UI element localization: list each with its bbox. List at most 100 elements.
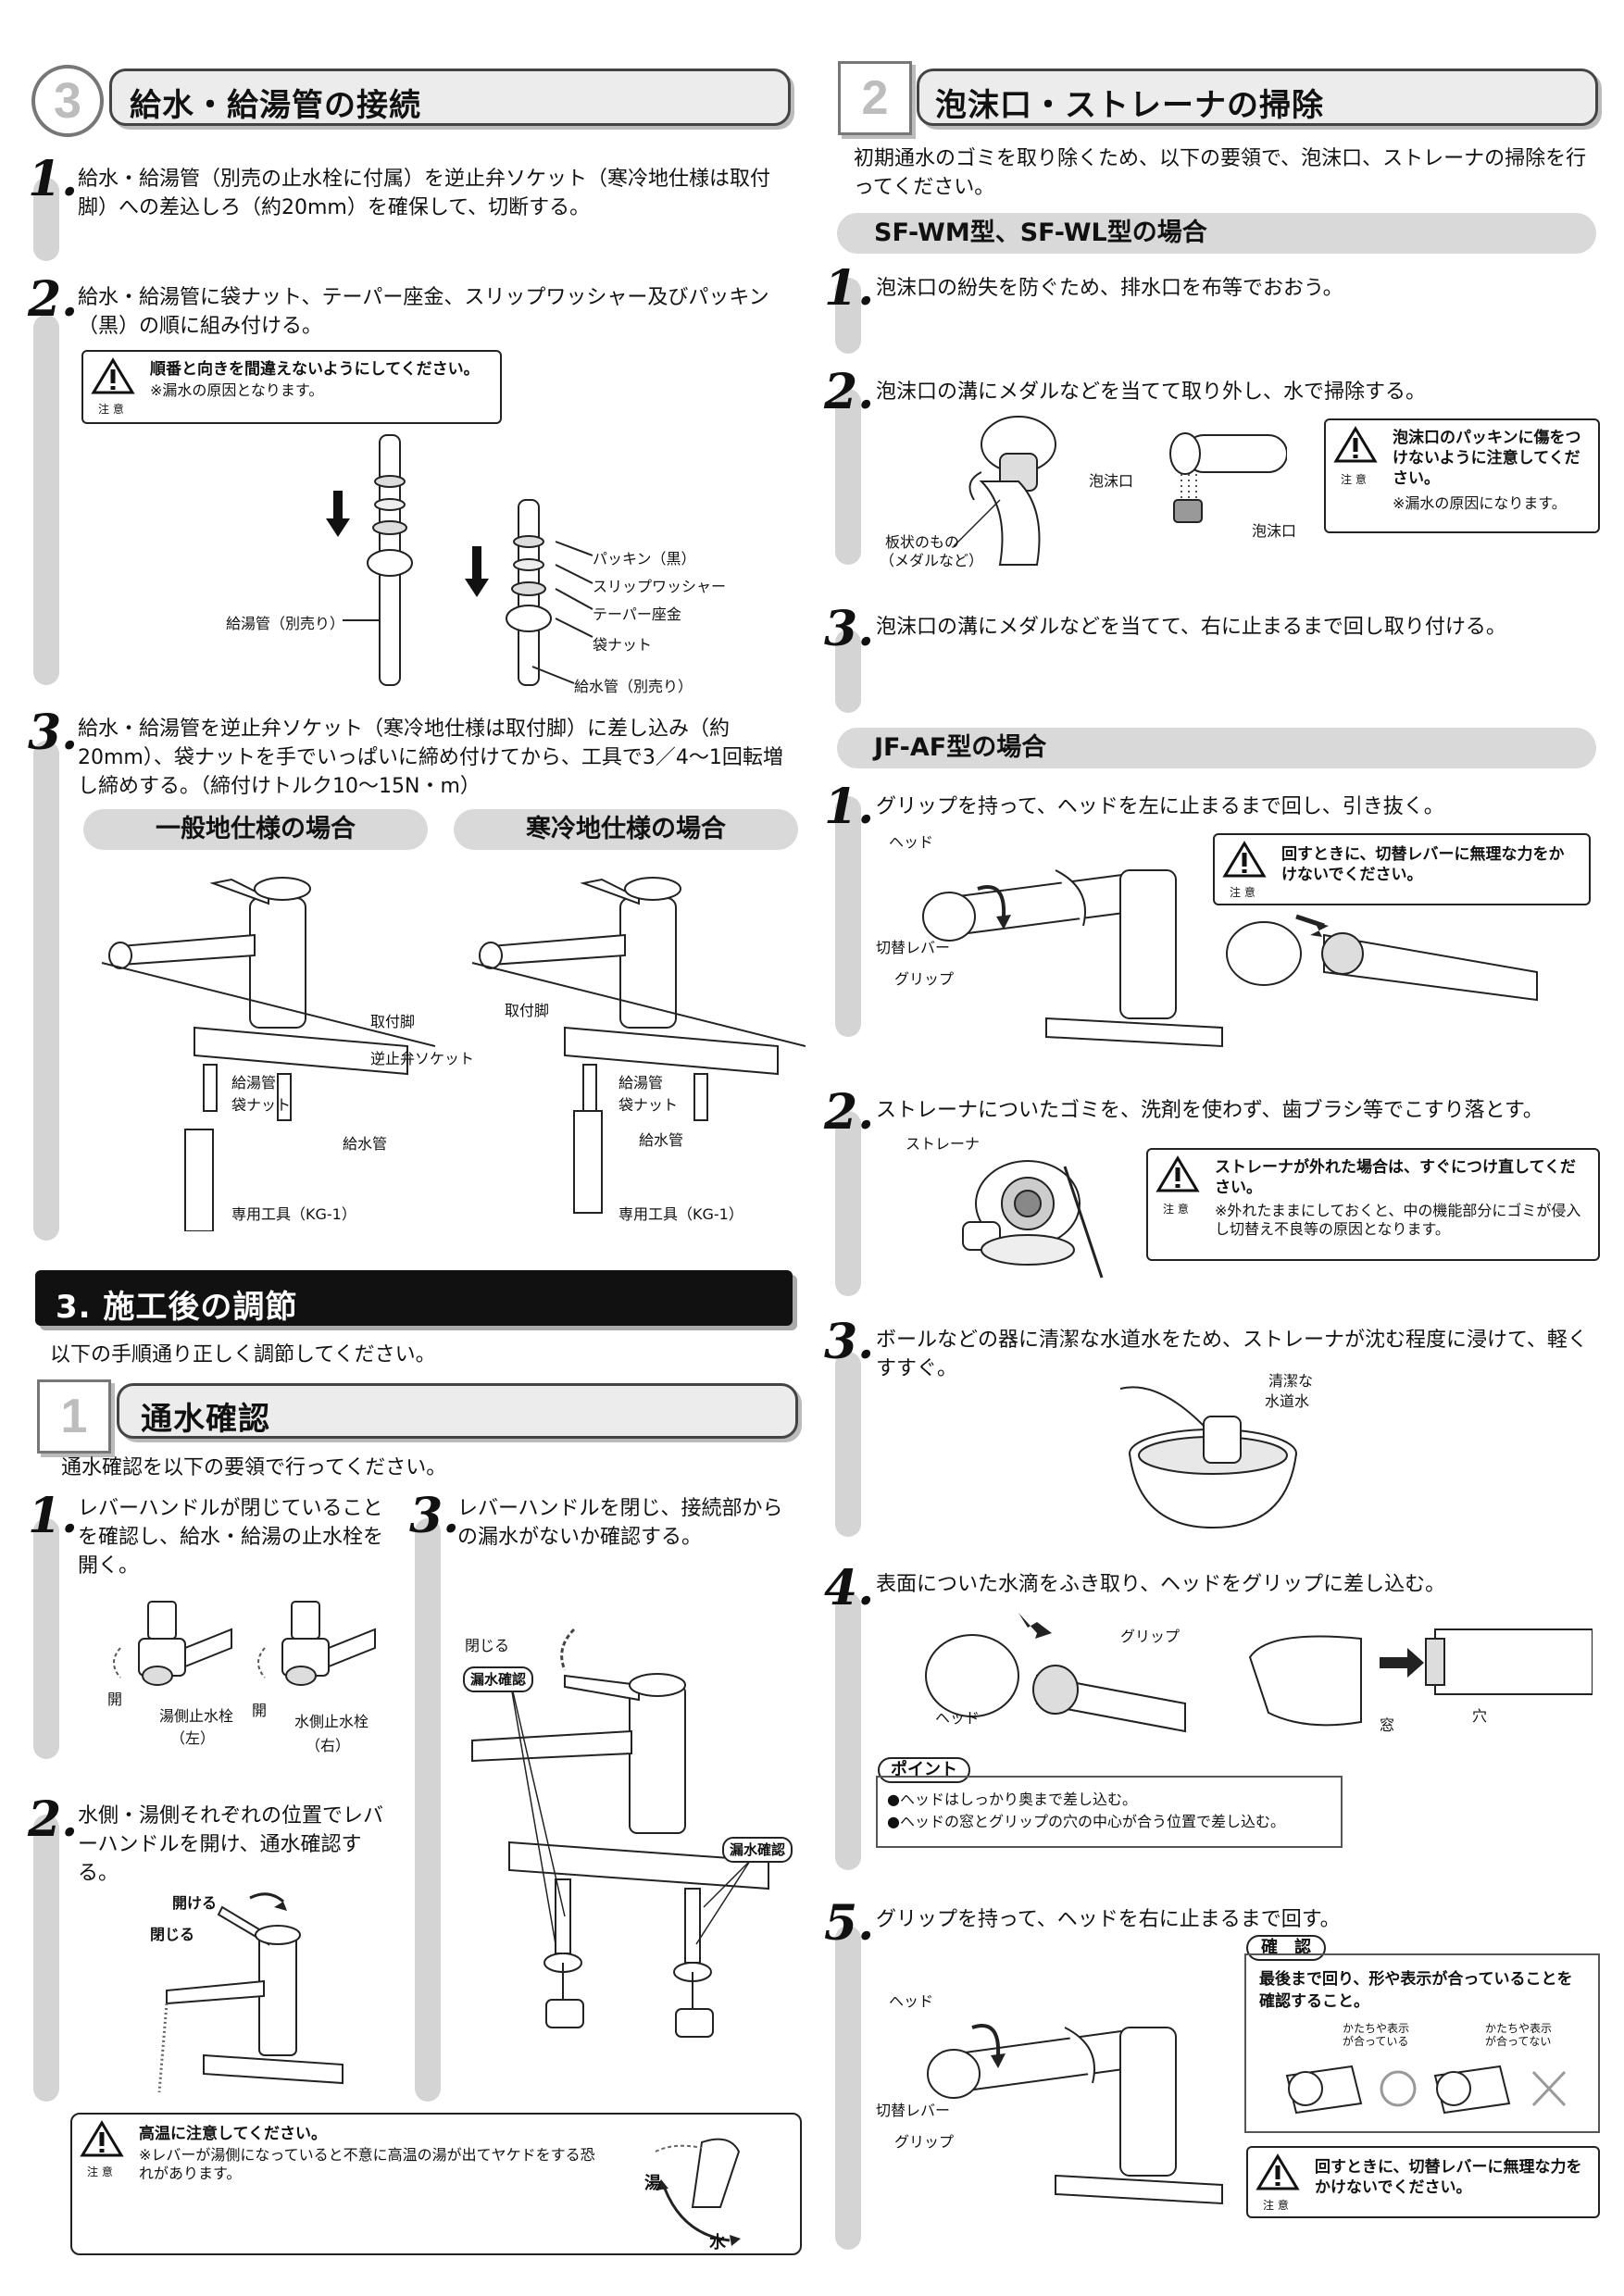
caution-title: ストレーナが外れた場合は、すぐにつけ直してください。: [1215, 1158, 1576, 1197]
step-bar: [415, 1518, 441, 2102]
warning-icon: [1333, 426, 1378, 480]
head-removal-illustration: [889, 833, 1593, 1055]
subsection-intro: 通水確認を以下の要領で行ってください。: [61, 1456, 447, 1479]
step-bar: [835, 1352, 861, 1537]
step-text: 泡沫口の溝にメダルなどを当てて取り外し、水で掃除する。: [876, 381, 1427, 404]
subsection-header: [117, 1383, 798, 1439]
step-number: 1.: [28, 1488, 79, 1544]
step-bar: [835, 796, 861, 1037]
point-badge: ポイント: [878, 1757, 970, 1783]
caution-box: 注 意 ストレーナが外れた場合は、すぐにつけ直してください。 ※外れたままにして…: [1146, 1148, 1600, 1261]
label-cold: 水: [709, 2233, 726, 2252]
step-number: 3.: [824, 1314, 875, 1370]
label-head: ヘッド: [889, 833, 934, 851]
label-leg: 取付脚: [370, 1013, 416, 1030]
caution-note: ※漏水の原因になります。: [1393, 494, 1567, 512]
step-number: 3.: [28, 705, 79, 761]
label-nut: 袋ナット: [618, 1096, 679, 1114]
step-bar: [835, 389, 861, 565]
step-bar: [33, 741, 59, 1241]
label-hole: 穴: [1472, 1707, 1488, 1725]
label-cold: 給水管: [639, 1131, 684, 1149]
step-number: 1.: [824, 779, 875, 835]
step-number: 3.: [824, 601, 875, 657]
step-text: グリップを持って、ヘッドを左に止まるまで回し、引き抜く。: [876, 795, 1444, 818]
warning-icon: [1255, 2153, 1300, 2207]
ok-ng-illustration: [1278, 2048, 1574, 2122]
pill-jfaf: JF-AF型の場合: [837, 728, 1596, 768]
step-bar: [33, 1815, 59, 2102]
step-number: 3.: [409, 1488, 460, 1544]
lever-hot-cold-illustration: [628, 2124, 785, 2248]
step-text: 給水・給湯管に袋ナット、テーパー座金、スリップワッシャー及びパッキン（黒）の順に…: [78, 286, 769, 338]
warning-icon: [1156, 1155, 1200, 1209]
label-window: 窓: [1380, 1716, 1395, 1734]
step-bar: [33, 1518, 59, 1759]
caution-word: 注 意: [98, 403, 124, 416]
lever-open-illustration: [130, 1879, 370, 2102]
label-clean: 清潔な: [1268, 1372, 1314, 1390]
label-tool: 専用工具（KG-1）: [231, 1205, 356, 1223]
ng-label: が合ってない: [1485, 2035, 1552, 2048]
caution-title: 泡沫口のパッキンに傷をつけないように注意してください。: [1393, 429, 1581, 488]
step-number: 5.: [824, 1895, 875, 1952]
label-open: 開: [252, 1702, 268, 1719]
caution-word: 注 意: [1230, 886, 1255, 899]
caution-word: 注 意: [1163, 1203, 1189, 1216]
bowl-rinse-illustration: [1111, 1370, 1315, 1537]
chapter-header: [35, 1270, 793, 1326]
label-tap-water: 水道水: [1265, 1392, 1310, 1410]
step-text: レバーハンドルを閉じ、接続部からの漏水がないか確認する。: [457, 1497, 783, 1549]
point-item: ●ヘッドはしっかり奥まで差し込む。: [887, 1791, 1137, 1808]
step-text: 給水・給湯管を逆止弁ソケット（寒冷地仕様は取付脚）に差し込み（約20mm）、袋ナ…: [78, 718, 783, 798]
pipe-assembly-illustration: [204, 426, 704, 694]
confirm-text: 最後まで回り、形や表示が合っていることを確認すること。: [1259, 1970, 1573, 2011]
section-header: [109, 69, 791, 126]
point-item: ●ヘッドの窓とグリップの穴の中心が合う位置で差し込む。: [887, 1813, 1285, 1830]
confirm-badge: 確 認: [1246, 1935, 1326, 1961]
label-cold-pipe: 給水管（別売り）: [574, 678, 693, 695]
step-text: 表面についた水滴をふき取り、ヘッドをグリップに差し込む。: [876, 1573, 1446, 1596]
caution-note: ※漏水の原因となります。: [150, 381, 324, 399]
step-number: 1.: [824, 260, 875, 317]
warning-icon: [1222, 841, 1267, 894]
caution-title: 順番と向きを間違えないようにしてください。: [150, 360, 480, 379]
caution-word: 注 意: [1341, 473, 1367, 486]
label-check-valve: 逆止弁ソケット: [370, 1050, 475, 1067]
caution-box-hot: 注 意 高温に注意してください。 ※レバーが湯側になっていると不意に高温の湯が出…: [70, 2113, 802, 2255]
caution-title: 回すときに、切替レバーに無理な力をかけないでください。: [1281, 845, 1565, 884]
label-open: 開ける: [172, 1894, 218, 1912]
label-open: 開: [107, 1691, 123, 1708]
step-bar: [835, 1111, 861, 1296]
pill-general: 一般地仕様の場合: [83, 809, 428, 850]
label-grip: グリップ: [894, 2133, 955, 2151]
leak-check-illustration: [454, 1611, 806, 2092]
section-intro: 初期通水のゴミを取り除くため、以下の要領で、泡沫口、ストレーナの掃除を行ってくだ…: [854, 147, 1587, 199]
label-grip: グリップ: [894, 970, 955, 988]
pill-sfwm: SF-WM型、SF-WL型の場合: [837, 213, 1596, 254]
leak-check-label: 漏水確認: [463, 1666, 534, 1692]
caution-box: 注 意 順番と向きを間違えないようにしてください。 ※漏水の原因となります。: [81, 350, 502, 424]
point-box: [876, 1776, 1343, 1848]
step-bar: [33, 315, 59, 685]
step-bar: [835, 630, 861, 713]
label-lever: 切替レバー: [876, 939, 951, 956]
label-strainer: ストレーナ: [906, 1135, 981, 1153]
section-title: 泡沫口・ストレーナの掃除: [935, 87, 1324, 124]
step-number: 1.: [28, 151, 79, 207]
faucet-general-illustration: [83, 861, 436, 1232]
label-leg: 取付脚: [505, 1002, 550, 1019]
leak-check-label: 漏水確認: [722, 1837, 793, 1863]
label-cold-side: （右）: [306, 1737, 351, 1754]
step-text: 水側・湯側それぞれの位置でレバーハンドルを開け、通水確認する。: [78, 1804, 384, 1885]
label-nut: 袋ナット: [231, 1096, 292, 1114]
step-number: 4.: [824, 1560, 875, 1616]
step-bar: [835, 278, 861, 354]
label-aerator: 泡沫口: [1089, 472, 1134, 490]
caution-box: 注 意 回すときに、切替レバーに無理な力をかけないでください。: [1246, 2146, 1600, 2218]
label-close: 閉じる: [465, 1637, 510, 1654]
step-text: ストレーナについたゴミを、洗剤を使わず、歯ブラシ等でこすり落とす。: [876, 1099, 1543, 1122]
caution-note: ※外れたままにしておくと、中の機能部分にゴミが侵入し切替え不良等の原因となります…: [1215, 1202, 1581, 1238]
step-bar: [835, 1592, 861, 1870]
label-hot: 湯: [644, 2174, 661, 2193]
